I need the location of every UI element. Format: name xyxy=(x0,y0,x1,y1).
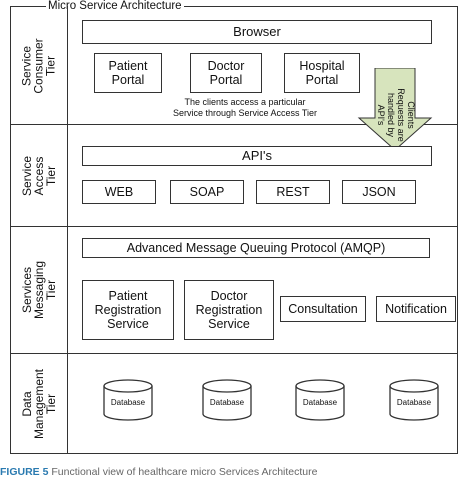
tier-label-services-messaging: Services Messaging Tier xyxy=(20,260,58,320)
browser-box: Browser xyxy=(82,20,432,44)
amqp-box: Advanced Message Queuing Protocol (AMQP) xyxy=(82,238,430,258)
notification-service-box: Notification xyxy=(376,296,456,322)
consultation-service-box: Consultation xyxy=(280,296,366,322)
figure-caption: FIGURE 5 Functional view of healthcare m… xyxy=(0,466,317,478)
tier-divider xyxy=(10,226,458,227)
database-icon: Database xyxy=(102,378,154,422)
hospital-portal-box: Hospital Portal xyxy=(284,53,360,93)
database-icon: Database xyxy=(201,378,253,422)
figure-caption-text: Functional view of healthcare micro Serv… xyxy=(51,466,318,478)
database-label: Database xyxy=(209,398,245,407)
tier-divider xyxy=(10,353,458,354)
database-label: Database xyxy=(302,398,338,407)
database-icon: Database xyxy=(388,378,440,422)
consumer-access-note: The clients access a particular Service … xyxy=(172,97,318,118)
patient-portal-box: Patient Portal xyxy=(94,53,162,93)
protocol-json-box: JSON xyxy=(342,180,416,204)
tier-label-column xyxy=(10,6,68,454)
doctor-registration-service-box: Doctor Registration Service xyxy=(184,280,274,340)
database-label: Database xyxy=(396,398,432,407)
protocol-rest-box: REST xyxy=(256,180,330,204)
architecture-frame xyxy=(10,6,458,454)
diagram-title: Micro Service Architecture xyxy=(46,0,184,12)
database-label: Database xyxy=(110,398,146,407)
apis-box: API's xyxy=(82,146,432,166)
protocol-soap-box: SOAP xyxy=(170,180,244,204)
tier-label-service-consumer: Service Consumer Tier xyxy=(19,38,58,94)
figure-number: FIGURE 5 xyxy=(0,466,49,478)
tier-divider xyxy=(10,124,458,125)
client-request-arrow xyxy=(357,68,433,151)
patient-registration-service-box: Patient Registration Service xyxy=(82,280,174,340)
arrow-note: Clients Requests are handled by API's xyxy=(376,88,416,142)
database-icon: Database xyxy=(294,378,346,422)
tier-label-service-access: Service Access Tier xyxy=(19,155,58,196)
protocol-web-box: WEB xyxy=(82,180,156,204)
doctor-portal-box: Doctor Portal xyxy=(190,53,262,93)
tier-label-data-management: Data Management Tier xyxy=(20,368,59,440)
